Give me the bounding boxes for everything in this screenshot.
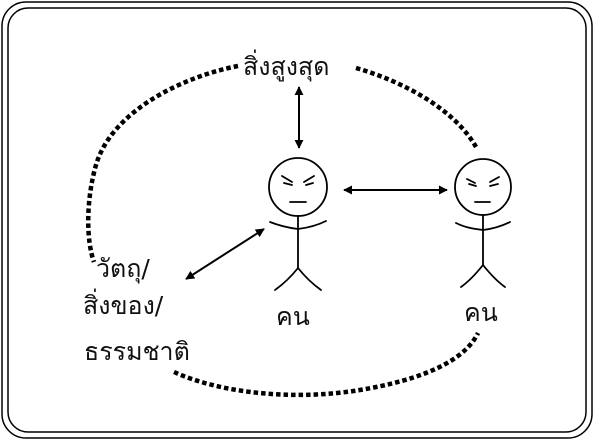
person-1-figure (268, 157, 328, 291)
person-2-label: คน (464, 298, 498, 327)
person-1-label: คน (276, 302, 310, 331)
inner-frame (7, 7, 587, 433)
dotted-curve-top-right (355, 65, 478, 149)
dotted-curve-bottom (173, 331, 481, 398)
left-node-label-line-2: สิ่งของ/ (83, 291, 164, 320)
dotted-curve-top-left (86, 63, 239, 263)
left-node-label-line-3: ธรรมชาติ (84, 337, 190, 366)
left-node-label-line-1: วัตถุ/ (96, 254, 150, 283)
top-node-label: สิ่งสูงสุด (243, 52, 330, 81)
person-2-figure (454, 158, 512, 288)
arrow-thing-to-person (185, 228, 265, 280)
